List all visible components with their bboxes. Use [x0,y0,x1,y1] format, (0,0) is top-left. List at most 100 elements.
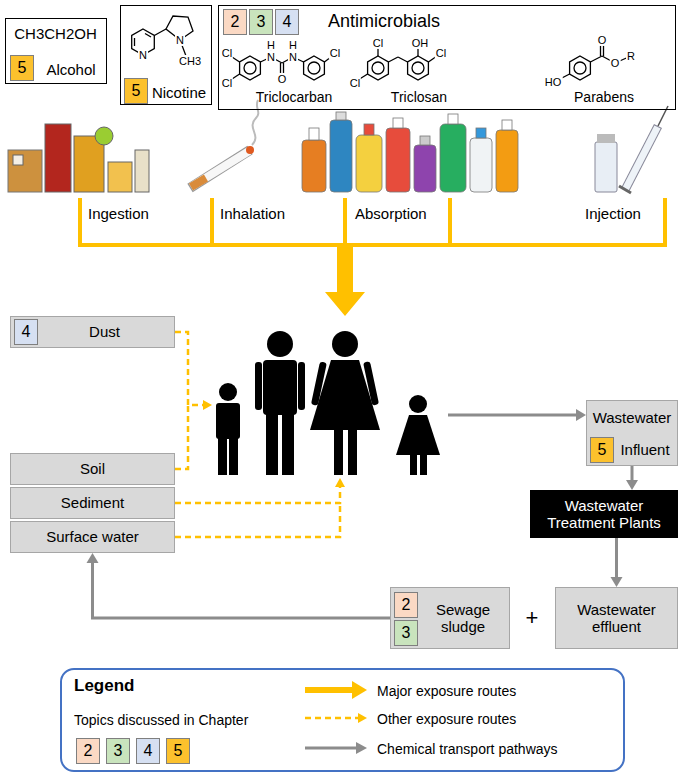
text-wrap: 5 [598,442,607,458]
chapter-number: 2 [84,743,93,759]
chapter-badge: 3 [394,620,418,646]
node-label: Nicotine [150,84,208,101]
legend-label: Chemical transport pathways [377,741,558,757]
chapter-number: 5 [174,743,183,759]
source-box: Dust 4 [10,316,175,348]
legend-sample [305,681,367,754]
node-label: Alcohol [38,61,104,78]
text-wrap: Surface water [46,528,139,545]
chapter-badge: 3 [249,9,273,35]
chapter-number: 5 [18,60,27,76]
chapter-number: 3 [402,625,411,641]
node-label: Soil [80,460,105,477]
atom-label: CH3 [178,55,202,67]
node-label: CH3CH2OH [6,25,105,42]
node-label: Wastewater effluent [560,601,673,636]
chapter-swatch: 3 [106,738,130,764]
atom-label: N [266,51,276,63]
connector-line [615,538,618,578]
chapter-badge: 2 [394,592,418,618]
node-label: Sewage sludge [421,601,505,636]
connector-line [631,466,634,481]
chapter-badge: 5 [124,78,148,104]
arrowhead [626,480,638,490]
atom-label: N [175,34,185,46]
chapter-badge: 2 [223,9,247,35]
bottles-photo [302,112,518,192]
text-wrap: Dust [89,323,120,340]
drinks-photo [8,124,149,192]
atom-label: H [288,39,298,51]
chapter-badge: 5 [10,55,34,81]
output-box: Sewage sludge 2 3 [390,587,510,649]
source-box: Surface water [10,521,175,553]
atom-label: Cl [221,47,233,59]
atom-label: Cl [349,77,361,89]
text-wrap: 4 [22,324,31,340]
node-label: Triclosan [369,89,469,105]
arrowhead [87,553,99,563]
treatment-box: Wastewater Treatment Plants [530,490,678,538]
chapter-number: 3 [114,743,123,759]
atom-label: O [610,57,621,69]
text-wrap: 5 [132,83,141,99]
node-label: Legend [74,676,164,696]
text-wrap: 2 [402,597,411,613]
chapter-number: 2 [402,597,411,613]
text-wrap: Sewage sludge [421,601,505,636]
atom-label: H [266,39,276,51]
atom-label: HO [544,76,563,88]
chapter-number: 4 [144,743,153,759]
route-label: Absorption [355,206,427,223]
legend-label: Other exposure routes [377,711,516,727]
syringe-photo [595,106,668,193]
chapter-number: 4 [283,14,292,30]
node-label: Surface water [46,528,139,545]
transport-pathway [626,466,638,490]
text-wrap: 2 [231,14,240,30]
route-label: Ingestion [88,206,149,223]
legend-box: LegendTopics discussed in Chapter 2 3 4 5 Maj… [60,668,625,772]
arrowhead [611,577,623,587]
legend-label: Major exposure routes [377,683,516,699]
chapter-swatch: 2 [76,738,100,764]
output-box: Wastewater effluent [555,587,678,649]
chapter-number: 5 [132,83,141,99]
atom-label: O [277,73,288,85]
major-exposure-arrow [325,243,365,316]
atom-label: Cl [435,47,447,59]
node-label: Sediment [61,494,124,511]
node-label: Triclocarban [239,89,349,105]
atom-label: O [597,34,608,46]
node-label: Wastewater [587,409,677,426]
chapter-number: 3 [257,14,266,30]
node-label: Parabens [549,89,659,105]
text-wrap: 3 [257,14,266,30]
plus-sign: + [526,606,539,630]
node-label: Wastewater Treatment Plants [535,497,673,532]
cigarette-photo [190,100,258,188]
text-wrap: Wastewater effluent [560,601,673,636]
text-wrap: Soil [80,460,105,477]
transport-pathway [611,538,623,587]
people-icon [216,331,440,475]
chapter-number: 5 [598,442,607,458]
chemical-box: CH3CH2OH Alcohol 5 [5,18,107,84]
transport-pathway [448,409,586,421]
chapter-badge: 4 [275,9,299,35]
node-label: Antimicrobials [319,11,449,32]
chapter-swatch: 5 [166,738,190,764]
atom-label: OH [411,37,430,49]
node-label: Dust [89,323,120,340]
chapter-swatch: 4 [136,738,160,764]
text-wrap: 3 [402,625,411,641]
text-wrap: 5 [18,60,27,76]
text-wrap: 4 [283,14,292,30]
chapter-number: 4 [22,324,31,340]
source-box: Sediment [10,487,175,519]
node-label: Topics discussed in Chapter [74,712,284,728]
node-label: Influent [615,441,675,458]
